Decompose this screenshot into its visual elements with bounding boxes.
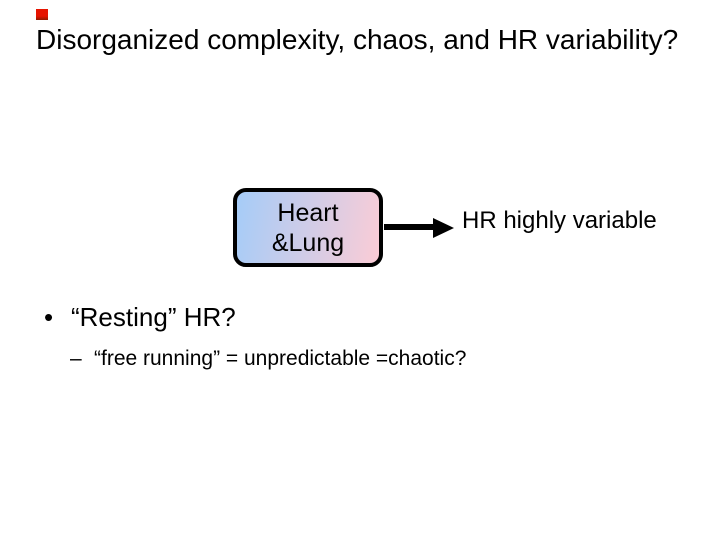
- slide-title: Disorganized complexity, chaos, and HR v…: [36, 24, 679, 55]
- heart-lung-box-line2: &Lung: [271, 228, 345, 257]
- arrow-shaft: [384, 224, 434, 230]
- heart-lung-box-line1: Heart: [277, 198, 339, 227]
- arrow-label: HR highly variable: [462, 207, 657, 234]
- heart-lung-box: Heart &Lung: [233, 188, 383, 267]
- bullet-marker-icon: •: [44, 302, 54, 332]
- sub-bullet-item-free-running: – “free running” = unpredictable =chaoti…: [70, 347, 466, 371]
- red-indicator-square: [36, 9, 48, 20]
- sub-bullet-item-label: “free running” = unpredictable =chaotic?: [94, 347, 467, 370]
- bullet-item-label: “Resting” HR?: [71, 302, 236, 332]
- dash-marker-icon: –: [70, 347, 82, 370]
- bullet-item-resting-hr: • “Resting” HR?: [44, 302, 236, 333]
- arrow-head-icon: [433, 218, 454, 238]
